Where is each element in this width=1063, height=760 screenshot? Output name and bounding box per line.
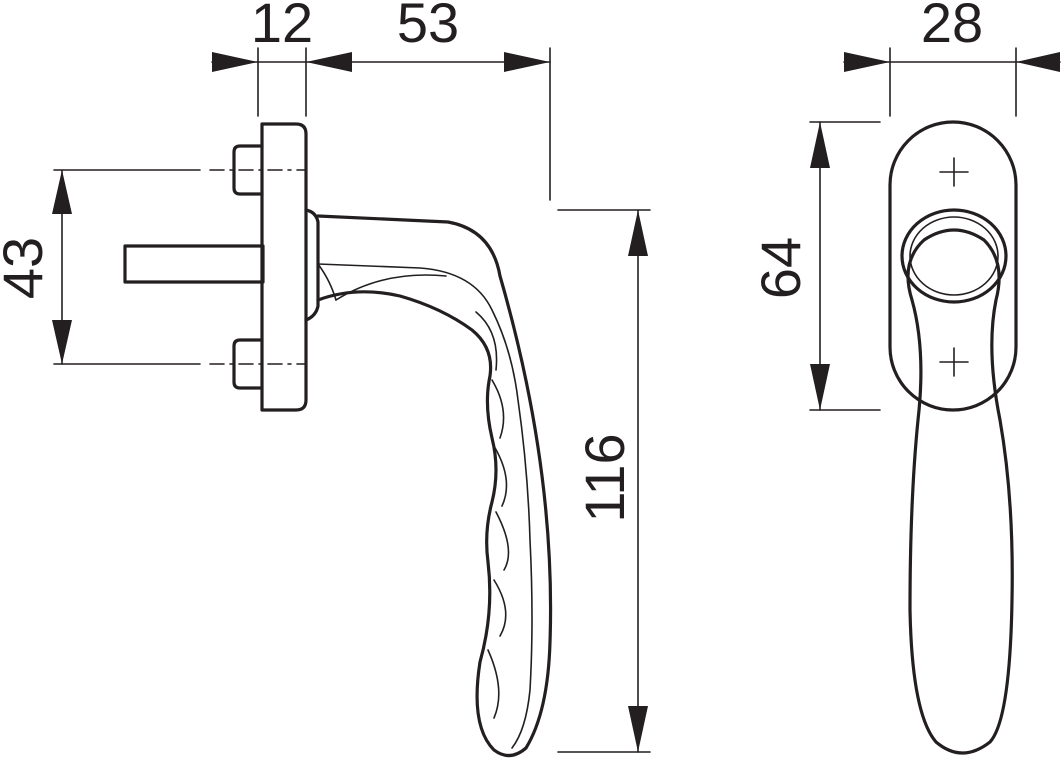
arrow-64-top bbox=[810, 122, 830, 168]
arrow-43-top bbox=[52, 170, 72, 214]
dim-label-12: 12 bbox=[251, 0, 313, 54]
arrow-53-right bbox=[504, 52, 550, 72]
arrow-28-right bbox=[1016, 52, 1060, 72]
square-spindle bbox=[123, 244, 265, 284]
handle-groove-side bbox=[317, 263, 533, 749]
handle-chamfer-side bbox=[317, 263, 337, 301]
arrow-43-bottom bbox=[52, 320, 72, 364]
dim-label-53: 53 bbox=[397, 0, 459, 54]
screw-mark-top bbox=[939, 157, 969, 187]
screw-head-bottom bbox=[232, 338, 264, 390]
dim-label-28: 28 bbox=[921, 0, 983, 54]
neck-ring-inner bbox=[909, 216, 999, 296]
front-view: 28 64 bbox=[749, 0, 1061, 755]
neck-ring-outer bbox=[900, 208, 1008, 304]
rose-plate-front bbox=[888, 120, 1018, 412]
arrow-28-left bbox=[844, 52, 890, 72]
arrow-12-right bbox=[306, 52, 352, 72]
handle-ridge-side bbox=[335, 274, 510, 719]
neck-collar bbox=[304, 208, 320, 322]
arrow-116-bottom bbox=[628, 706, 648, 752]
handle-outline-side bbox=[316, 214, 553, 758]
arrow-116-top bbox=[628, 210, 648, 256]
screw-head-top bbox=[232, 144, 264, 196]
dim-label-116: 116 bbox=[573, 433, 636, 522]
side-view: 12 53 43 116 bbox=[0, 0, 651, 758]
arrow-64-bottom bbox=[810, 364, 830, 410]
dim-label-43: 43 bbox=[0, 237, 54, 299]
screw-mark-bottom bbox=[939, 347, 969, 377]
dim-label-64: 64 bbox=[749, 237, 812, 299]
handle-outline-front bbox=[906, 228, 1014, 755]
arrow-12-left bbox=[212, 52, 258, 72]
rose-plate-side bbox=[260, 122, 308, 412]
